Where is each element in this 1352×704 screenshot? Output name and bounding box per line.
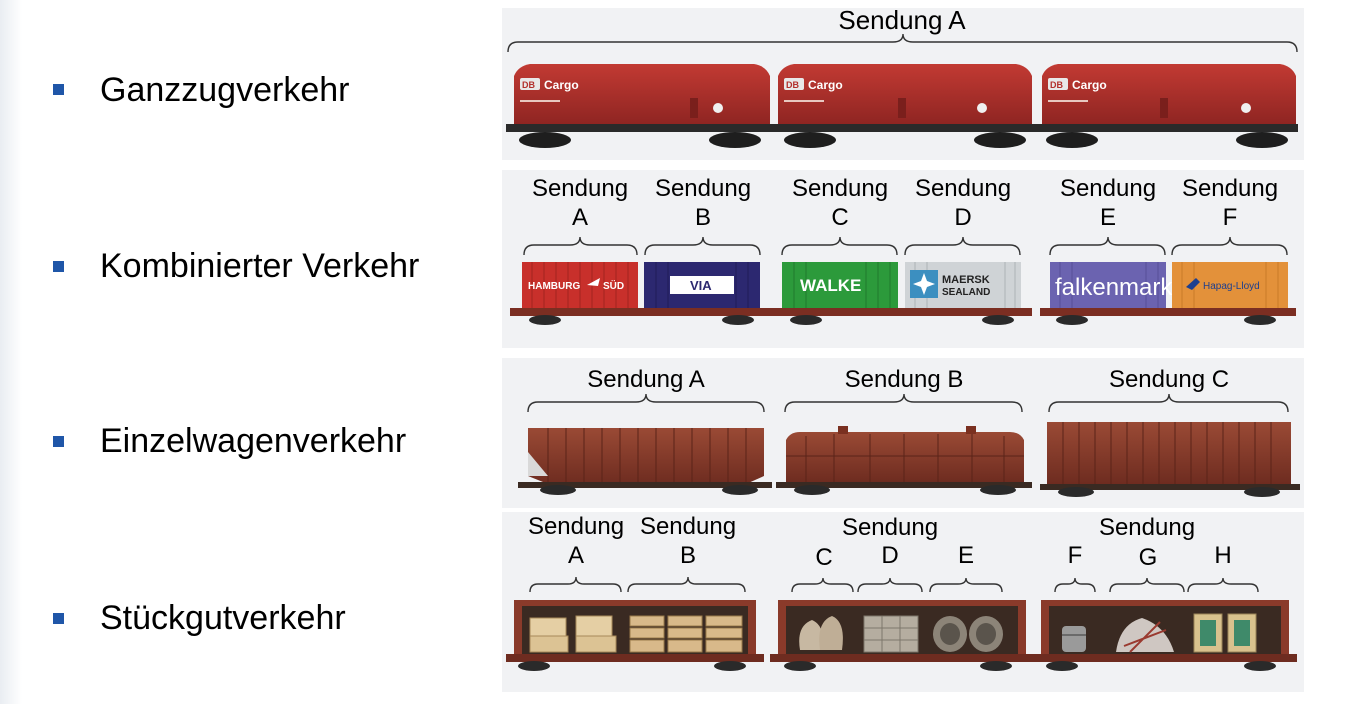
boxcar-wagon xyxy=(1040,422,1300,497)
container-flatcar: WALKE MAERSK SEALAND xyxy=(770,262,1032,325)
open-cargo-wagon xyxy=(1033,600,1297,671)
label-kv-d-top: Sendung xyxy=(914,175,1012,202)
svg-text:WALKE: WALKE xyxy=(800,276,861,295)
svg-text:Cargo: Cargo xyxy=(544,78,579,92)
label-sg-a-top: Sendung xyxy=(527,513,625,540)
category-einzelwagenverkehr: Einzelwagenverkehr xyxy=(100,422,407,460)
brace-kv-a xyxy=(523,236,638,256)
panel-kombiniert xyxy=(502,170,1304,348)
brace-kv-c xyxy=(781,236,898,256)
brace-kv-e xyxy=(1049,236,1166,256)
container-flatcar: HAMBURG SÜD VIA xyxy=(510,262,770,325)
brace-sg-c xyxy=(791,577,854,593)
label-sg-a-letter: A xyxy=(567,542,584,569)
svg-text:DB: DB xyxy=(786,80,799,90)
hopper-wagon xyxy=(518,428,772,495)
brace-sg-g xyxy=(1109,577,1185,593)
label-kv-e-letter: E xyxy=(1099,204,1116,231)
label-sg-f-letter: F xyxy=(1067,542,1083,569)
brace-group xyxy=(507,33,1298,593)
brace-sg-f xyxy=(1054,577,1096,593)
label-ew-sendung-b: Sendung B xyxy=(844,366,964,393)
open-cargo-wagon xyxy=(506,600,764,671)
category-ganzzugverkehr: Ganzzugverkehr xyxy=(100,71,350,109)
label-sg-cde-top: Sendung xyxy=(841,514,939,541)
label-sg-d-letter: D xyxy=(881,542,899,569)
svg-text:Cargo: Cargo xyxy=(808,78,843,92)
db-cargo-wagon: DB Cargo xyxy=(770,64,1040,148)
category-kombinierter-verkehr: Kombinierter Verkehr xyxy=(100,247,420,285)
svg-text:DB: DB xyxy=(522,80,535,90)
label-kv-d-letter: D xyxy=(954,204,972,231)
brace-sg-e xyxy=(929,577,1003,593)
label-kv-b-letter: B xyxy=(694,204,711,231)
db-cargo-wagon: DB Cargo xyxy=(506,64,776,148)
label-ew-sendung-c: Sendung C xyxy=(1108,366,1230,393)
label-kv-e-top: Sendung xyxy=(1059,175,1157,202)
bullet-icon xyxy=(53,84,64,95)
label-sg-c-letter: C xyxy=(815,544,833,571)
label-kv-f-top: Sendung xyxy=(1181,175,1279,202)
category-stueckgutverkehr: Stückgutverkehr xyxy=(100,599,346,637)
brace-ew-a xyxy=(527,393,765,413)
svg-text:MAERSK: MAERSK xyxy=(942,274,990,286)
svg-text:HAMBURG: HAMBURG xyxy=(528,281,580,292)
brace-sg-a xyxy=(529,576,622,593)
label-kv-c-top: Sendung xyxy=(791,175,889,202)
brace-sg-b xyxy=(627,576,746,593)
svg-text:VIA: VIA xyxy=(690,278,712,293)
brace-kv-f xyxy=(1171,236,1288,256)
brace-ganzzug xyxy=(507,33,1298,53)
label-kv-a-top: Sendung xyxy=(531,175,629,202)
covered-wagon xyxy=(776,426,1032,495)
label-kv-a-letter: A xyxy=(571,204,588,231)
brace-ew-c xyxy=(1048,393,1289,413)
label-sg-b-letter: B xyxy=(679,542,696,569)
label-sg-e-letter: E xyxy=(957,542,974,569)
db-cargo-wagon: DB Cargo xyxy=(1036,64,1298,148)
svg-text:DB: DB xyxy=(1050,80,1063,90)
brace-ew-b xyxy=(784,393,1023,413)
svg-text:Cargo: Cargo xyxy=(1072,78,1107,92)
bullet-icon xyxy=(53,261,64,272)
label-ew-sendung-a: Sendung A xyxy=(587,366,705,393)
svg-text:SEALAND: SEALAND xyxy=(942,287,990,298)
container-flatcar: falkenmark Hapag-Lloyd xyxy=(1040,262,1296,325)
label-kv-f-letter: F xyxy=(1222,204,1238,231)
label-sg-b-top: Sendung xyxy=(639,513,737,540)
brace-kv-d xyxy=(904,236,1021,256)
label-ganzzug-sendung-a: Sendung A xyxy=(838,5,966,35)
label-kv-c-letter: C xyxy=(831,204,849,231)
svg-text:SÜD: SÜD xyxy=(603,279,624,292)
left-edge-fade xyxy=(0,0,22,704)
label-sg-g-letter: G xyxy=(1138,544,1158,571)
bullet-icon xyxy=(53,613,64,624)
bullet-icon xyxy=(53,436,64,447)
svg-text:Hapag-Lloyd: Hapag-Lloyd xyxy=(1203,281,1260,292)
open-cargo-wagon xyxy=(770,600,1034,671)
svg-text:falkenmark: falkenmark xyxy=(1055,274,1173,301)
brace-sg-h xyxy=(1187,577,1259,593)
brace-kv-b xyxy=(644,236,761,256)
brace-sg-d xyxy=(857,577,923,593)
label-kv-b-top: Sendung xyxy=(654,175,752,202)
label-sg-fgh-top: Sendung xyxy=(1098,514,1196,541)
label-sg-h-letter: H xyxy=(1214,542,1232,569)
